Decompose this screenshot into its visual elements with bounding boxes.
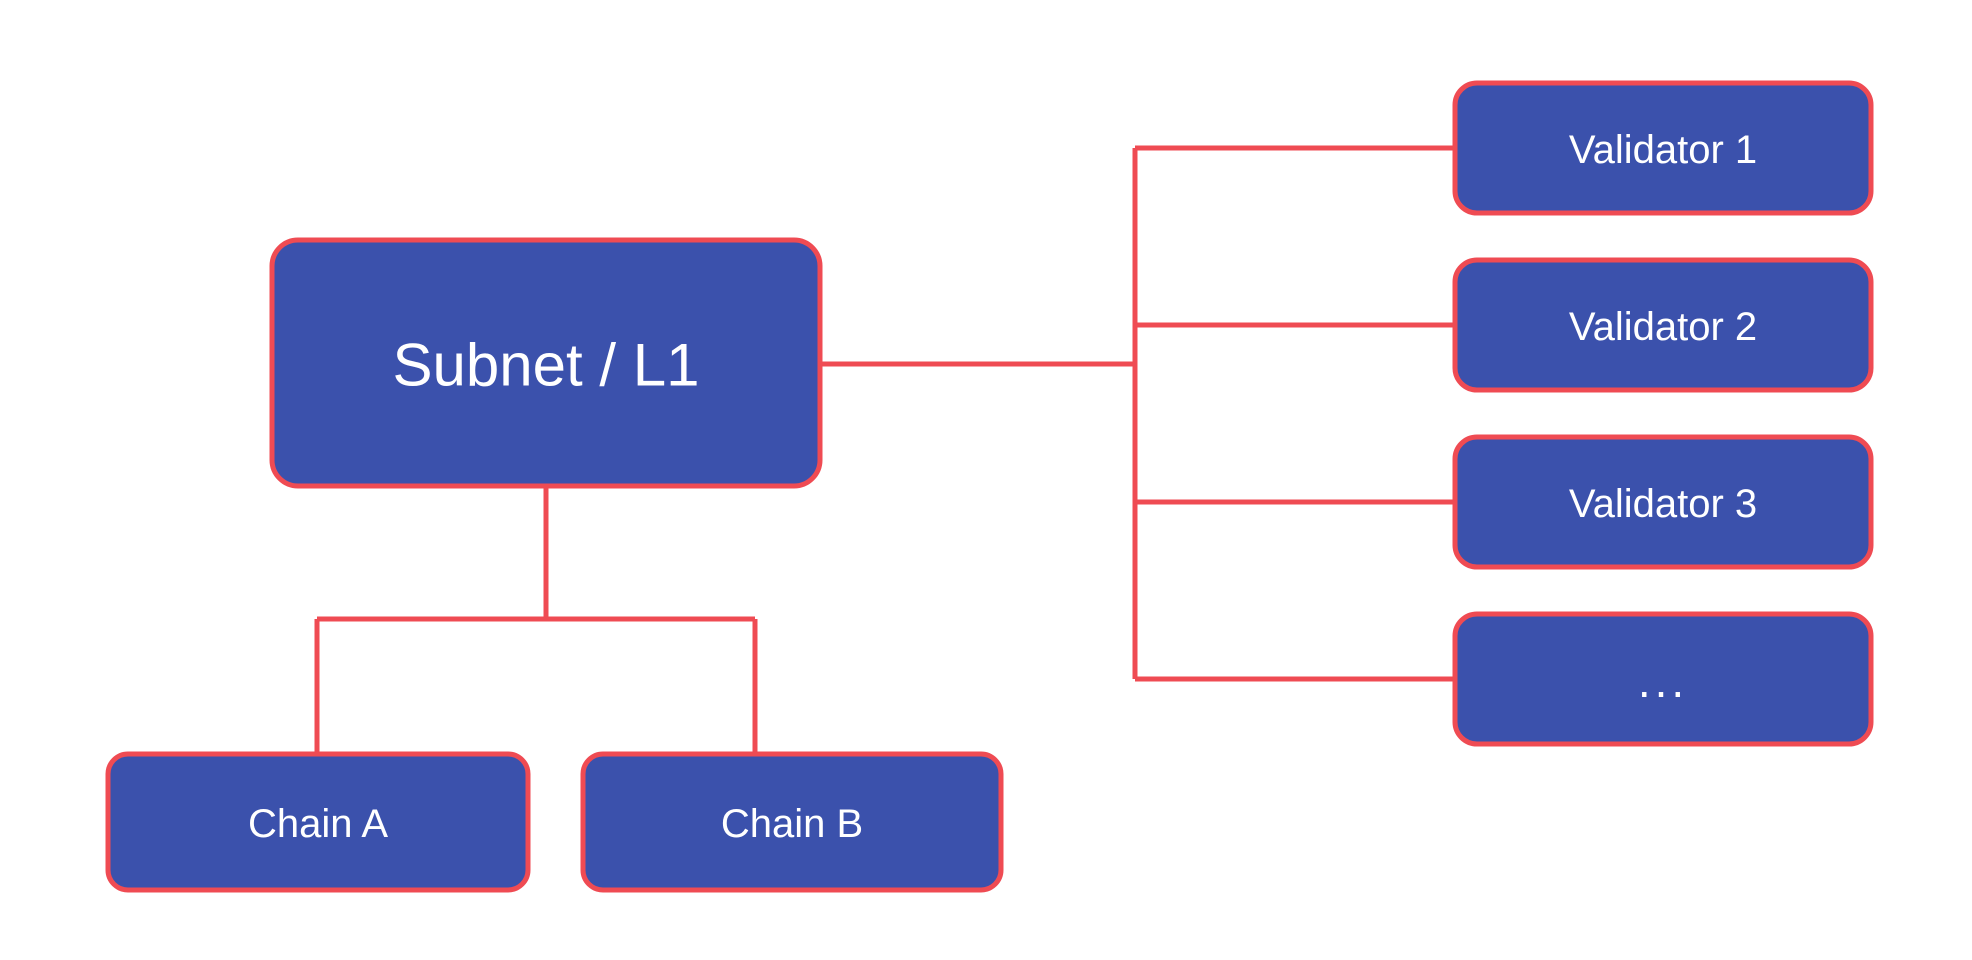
node-validator-1-label: Validator 1 [1569, 128, 1757, 172]
node-chain-b-label: Chain B [721, 802, 863, 846]
node-validator-more[interactable]: ... [1452, 611, 1874, 747]
node-validator-3-label: Validator 3 [1569, 482, 1757, 526]
node-chain-b[interactable]: Chain B [580, 751, 1004, 893]
node-validator-3-box[interactable] [1452, 434, 1874, 570]
node-validator-1[interactable]: Validator 1 [1452, 80, 1874, 216]
node-validator-1-box[interactable] [1452, 80, 1874, 216]
node-chain-a[interactable]: Chain A [105, 751, 531, 893]
node-validator-3[interactable]: Validator 3 [1452, 434, 1874, 570]
node-subnet-l1[interactable]: Subnet / L1 [269, 237, 823, 489]
node-validator-2[interactable]: Validator 2 [1452, 257, 1874, 393]
node-layer: Subnet / L1 Chain A Chain B Validator 1 … [105, 80, 1874, 893]
node-chain-b-box[interactable] [580, 751, 1004, 893]
node-subnet-l1-label: Subnet / L1 [393, 332, 700, 399]
node-validator-2-label: Validator 2 [1569, 305, 1757, 349]
node-chain-a-box[interactable] [105, 751, 531, 893]
node-subnet-l1-box[interactable] [269, 237, 823, 489]
node-validator-more-label: ... [1638, 655, 1688, 707]
node-validator-more-box[interactable] [1452, 611, 1874, 747]
node-validator-2-box[interactable] [1452, 257, 1874, 393]
connector-layer [314, 145, 1455, 754]
node-chain-a-label: Chain A [248, 802, 388, 846]
